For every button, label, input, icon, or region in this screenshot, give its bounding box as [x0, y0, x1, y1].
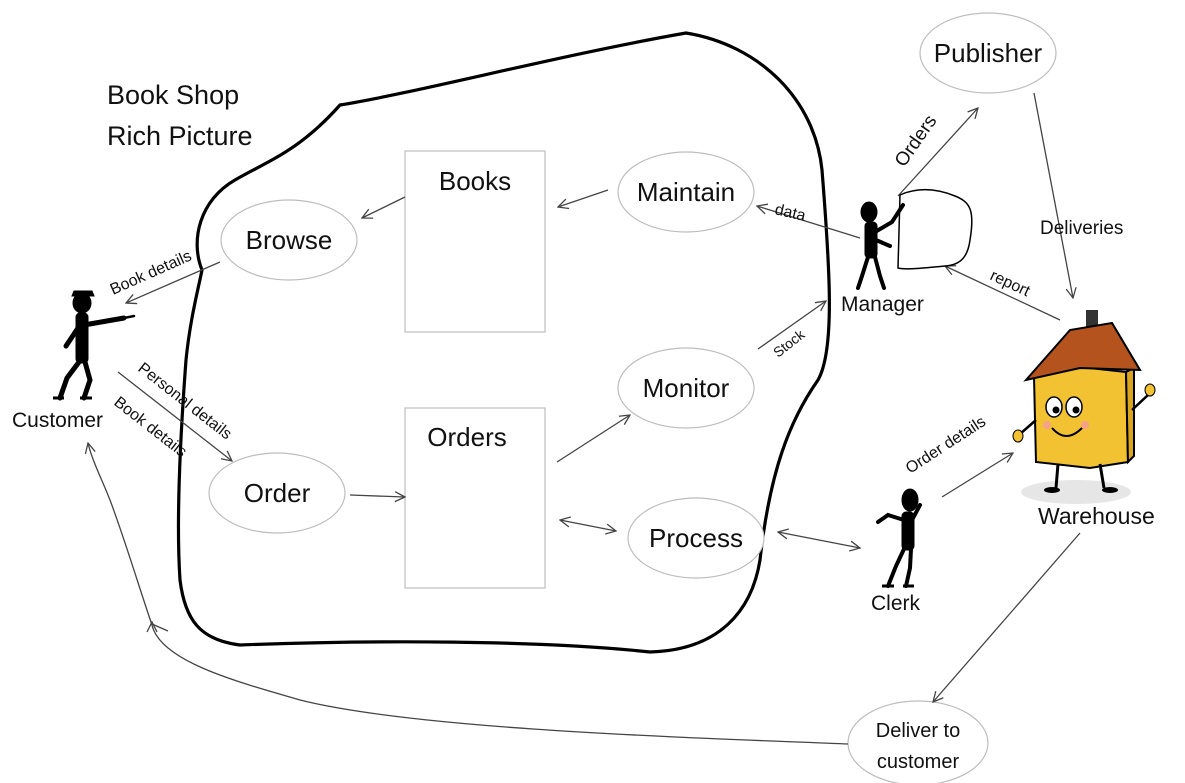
clerk-to-warehouse-arrow — [941, 453, 1013, 498]
publisher-label: Publisher — [934, 38, 1043, 68]
stock-flow-label: Stock — [770, 326, 808, 361]
customer-to-order-arrow — [117, 371, 232, 461]
warehouse-to-deliver-arrow — [933, 532, 1081, 702]
books-store — [404, 150, 546, 333]
deliver-label-line2: customer — [877, 751, 960, 773]
diagram-title-line2: Rich Picture — [107, 121, 253, 151]
process-process — [627, 497, 765, 579]
monitor-process — [617, 347, 755, 429]
maintain-label: Maintain — [637, 177, 735, 207]
deliver-to-customer-curve — [152, 622, 849, 745]
browse-process — [220, 199, 358, 281]
orders-flow-label: Orders — [891, 111, 942, 171]
data-flow-label: data — [773, 201, 807, 225]
orders-to-monitor-arrow — [556, 415, 630, 463]
customer-label: Customer — [12, 409, 103, 432]
browse-label: Browse — [246, 225, 333, 255]
monitor-to-manager-arrow — [757, 301, 826, 350]
order-details-flow-label: Order details — [903, 413, 989, 477]
deliver-to-customer-process — [847, 700, 989, 783]
system-boundary — [176, 31, 831, 654]
maintain-to-books-arrow — [558, 189, 609, 207]
order-to-orders-arrow — [349, 495, 405, 497]
order-process — [208, 452, 346, 534]
publisher-to-warehouse-arrow — [1033, 92, 1073, 298]
books-to-browse-arrow — [362, 196, 406, 218]
books-store-label: Books — [439, 166, 511, 196]
delivery-return-curve — [88, 443, 153, 626]
order-label: Order — [244, 478, 311, 508]
warehouse-label: Warehouse — [1038, 503, 1155, 529]
manager-to-maintain-arrow — [757, 206, 861, 239]
orders-process-arrow — [560, 520, 616, 531]
clerk-label: Clerk — [871, 592, 921, 615]
browse-to-customer-arrow — [126, 261, 221, 303]
process-label: Process — [649, 523, 743, 553]
monitor-label: Monitor — [643, 373, 730, 403]
deliveries-flow-label: Deliveries — [1040, 218, 1123, 239]
book-details-top-label: Book details — [108, 248, 195, 299]
process-clerk-arrow — [778, 532, 860, 548]
manager-figure — [856, 189, 973, 290]
customer-figure — [53, 290, 136, 401]
orders-store — [404, 407, 546, 589]
diagram-title-line1: Book Shop — [107, 80, 239, 110]
manager-to-publisher-arrow — [897, 108, 978, 197]
warehouse-house-figure — [1012, 310, 1156, 504]
clerk-figure — [876, 488, 922, 588]
delivery-corner-line — [151, 623, 169, 632]
manager-label: Manager — [841, 293, 924, 316]
report-flow-label: report — [987, 267, 1033, 300]
warehouse-to-manager-arrow — [945, 266, 1061, 321]
publisher-entity — [919, 12, 1057, 94]
deliver-label-line1: Deliver to — [876, 720, 960, 742]
orders-store-label: Orders — [427, 422, 506, 452]
maintain-process — [617, 151, 755, 233]
